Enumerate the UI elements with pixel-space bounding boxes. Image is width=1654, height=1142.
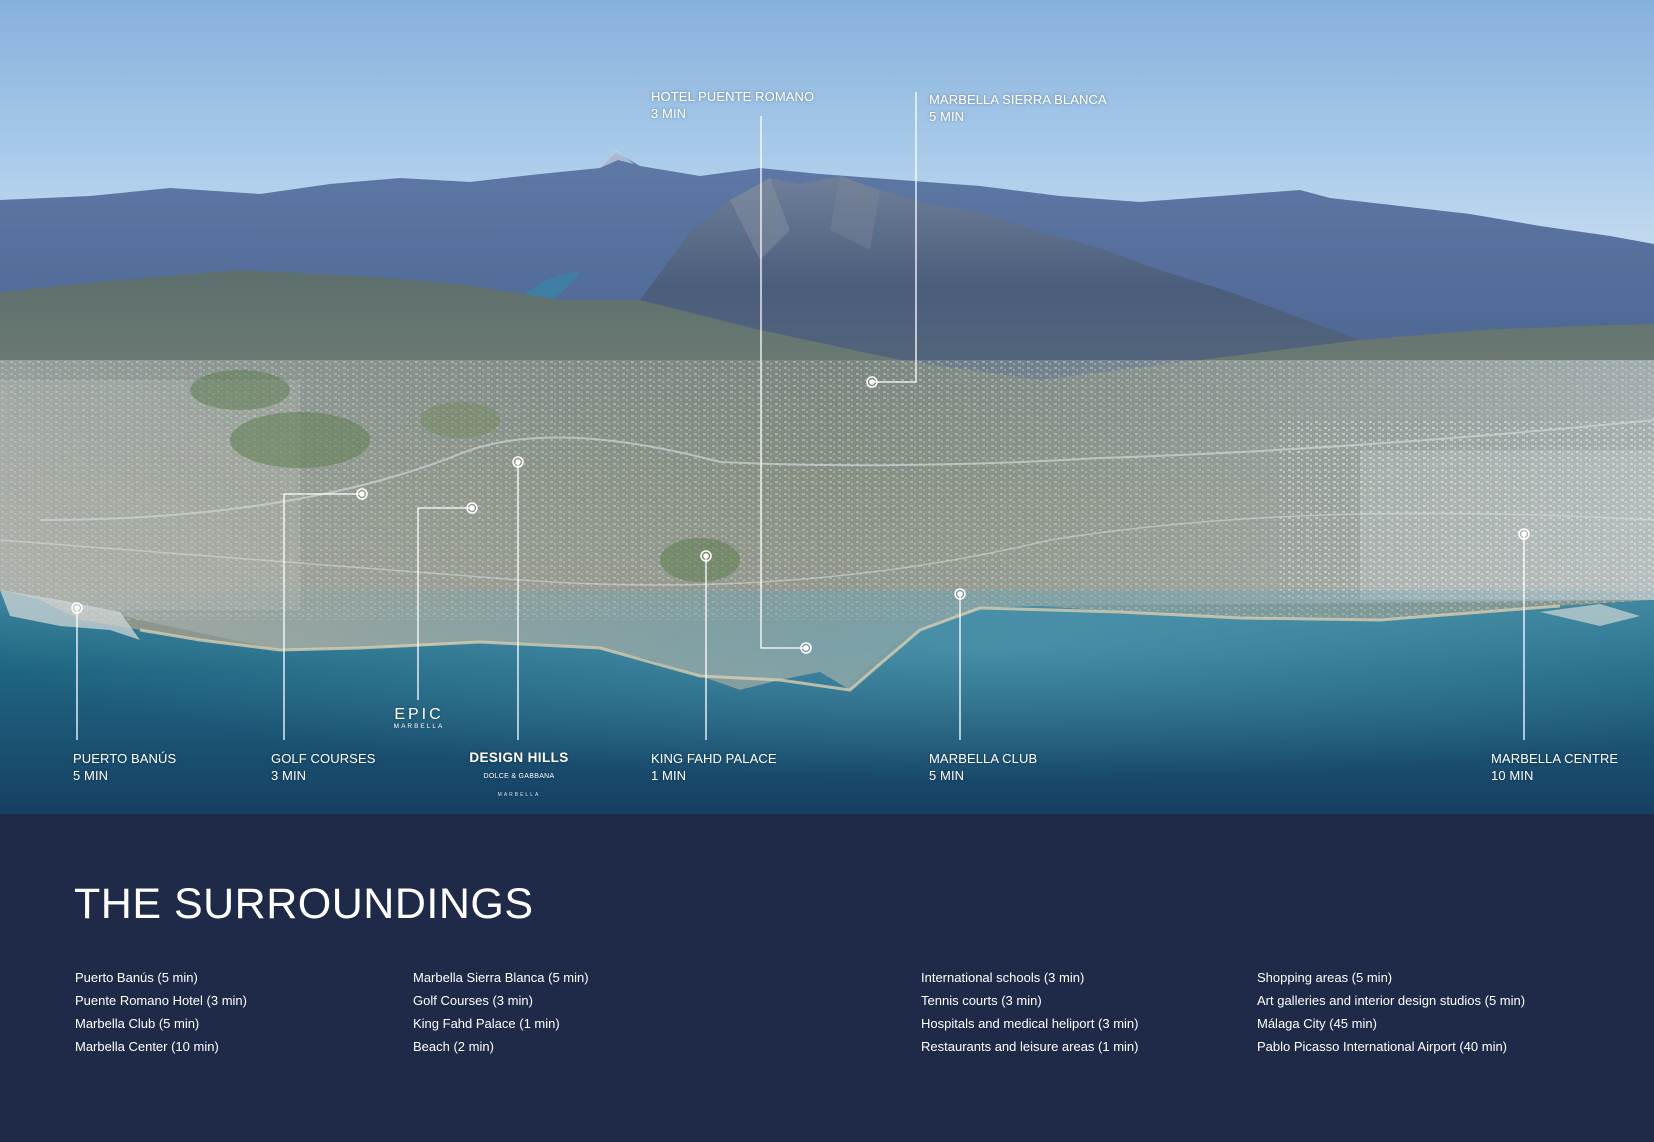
list-item: Restaurants and leisure areas (1 min) <box>921 1039 1139 1054</box>
marker-marbella-sierra-blanca <box>866 376 878 388</box>
leader-epic <box>417 507 472 700</box>
location-name: PUERTO BANÚS <box>73 751 177 766</box>
label-king-fahd-palace: KING FAHD PALACE 1 MIN <box>651 750 777 784</box>
section-title: THE SURROUNDINGS <box>74 880 534 928</box>
list-item: Puerto Banús (5 min) <box>75 970 198 985</box>
leader-hotel-puente-romano <box>760 116 806 649</box>
label-golf-courses: GOLF COURSES 3 MIN <box>271 750 376 784</box>
marker-marbella-club <box>954 588 966 600</box>
epic-sub: MARBELLA <box>393 723 445 730</box>
location-name: MARBELLA CENTRE <box>1491 751 1619 766</box>
surroundings-column-4: Shopping areas (5 min) Art galleries and… <box>1257 966 1525 1058</box>
location-name: HOTEL PUENTE ROMANO <box>651 89 815 104</box>
label-puerto-banus: PUERTO BANÚS 5 MIN <box>73 750 176 784</box>
design-hills-brand: DOLCE & GABBANA <box>483 773 555 780</box>
surroundings-panel: THE SURROUNDINGS Puerto Banús (5 min) Pu… <box>0 814 1654 1142</box>
list-item: Tennis courts (3 min) <box>921 993 1042 1008</box>
location-time: 5 MIN <box>73 768 109 783</box>
marker-epic <box>466 502 478 514</box>
design-hills-logo: DESIGN HILLS DOLCE & GABBANA MARBELLA <box>469 749 569 804</box>
list-item: Art galleries and interior design studio… <box>1257 993 1526 1008</box>
marker-marbella-centre <box>1518 528 1530 540</box>
list-item: Marbella Club (5 min) <box>75 1016 200 1031</box>
surroundings-column-3: International schools (3 min) Tennis cou… <box>921 966 1139 1058</box>
location-name: GOLF COURSES <box>271 751 376 766</box>
list-item: International schools (3 min) <box>921 970 1085 985</box>
list-item: Hospitals and medical heliport (3 min) <box>921 1016 1139 1031</box>
label-marbella-sierra-blanca: MARBELLA SIERRA BLANCA 5 MIN <box>929 91 1107 125</box>
design-hills-name: DESIGN HILLS <box>469 750 569 765</box>
leader-golf-courses <box>283 493 362 740</box>
location-time: 10 MIN <box>1491 768 1534 783</box>
list-item: Málaga City (45 min) <box>1257 1016 1377 1031</box>
location-time: 3 MIN <box>271 768 307 783</box>
aerial-photo <box>0 0 1654 814</box>
aerial-panorama: PUERTO BANÚS 5 MIN GOLF COURSES 3 MIN HO… <box>0 0 1654 814</box>
location-time: 5 MIN <box>929 768 965 783</box>
label-hotel-puente-romano: HOTEL PUENTE ROMANO 3 MIN <box>651 88 814 122</box>
list-item: King Fahd Palace (1 min) <box>413 1016 560 1031</box>
marker-design-hills <box>512 456 524 468</box>
list-item: Pablo Picasso International Airport (40 … <box>1257 1039 1508 1054</box>
epic-logo: EPIC MARBELLA <box>384 706 454 730</box>
marker-king-fahd-palace <box>700 550 712 562</box>
list-item: Golf Courses (3 min) <box>413 993 533 1008</box>
location-time: 3 MIN <box>651 106 687 121</box>
leader-marbella-sierra-blanca <box>872 92 917 383</box>
list-item: Marbella Center (10 min) <box>75 1039 219 1054</box>
list-item: Marbella Sierra Blanca (5 min) <box>413 970 589 985</box>
surroundings-column-2: Marbella Sierra Blanca (5 min) Golf Cour… <box>413 966 589 1058</box>
list-item: Shopping areas (5 min) <box>1257 970 1393 985</box>
location-name: KING FAHD PALACE <box>651 751 777 766</box>
location-time: 5 MIN <box>929 109 965 124</box>
design-hills-city: MARBELLA <box>497 792 541 798</box>
label-marbella-centre: MARBELLA CENTRE 10 MIN <box>1491 750 1618 784</box>
location-time: 1 MIN <box>651 768 687 783</box>
surroundings-column-1: Puerto Banús (5 min) Puente Romano Hotel… <box>75 966 247 1058</box>
leader-lines <box>71 92 1530 740</box>
epic-name: EPIC <box>394 706 444 723</box>
list-item: Puente Romano Hotel (3 min) <box>75 993 247 1008</box>
marker-puerto-banus <box>71 602 83 614</box>
marker-hotel-puente-romano <box>800 642 812 654</box>
location-name: MARBELLA CLUB <box>929 751 1038 766</box>
list-item: Beach (2 min) <box>413 1039 494 1054</box>
marker-golf-courses <box>356 488 368 500</box>
location-name: MARBELLA SIERRA BLANCA <box>929 92 1107 107</box>
label-marbella-club: MARBELLA CLUB 5 MIN <box>929 750 1037 784</box>
